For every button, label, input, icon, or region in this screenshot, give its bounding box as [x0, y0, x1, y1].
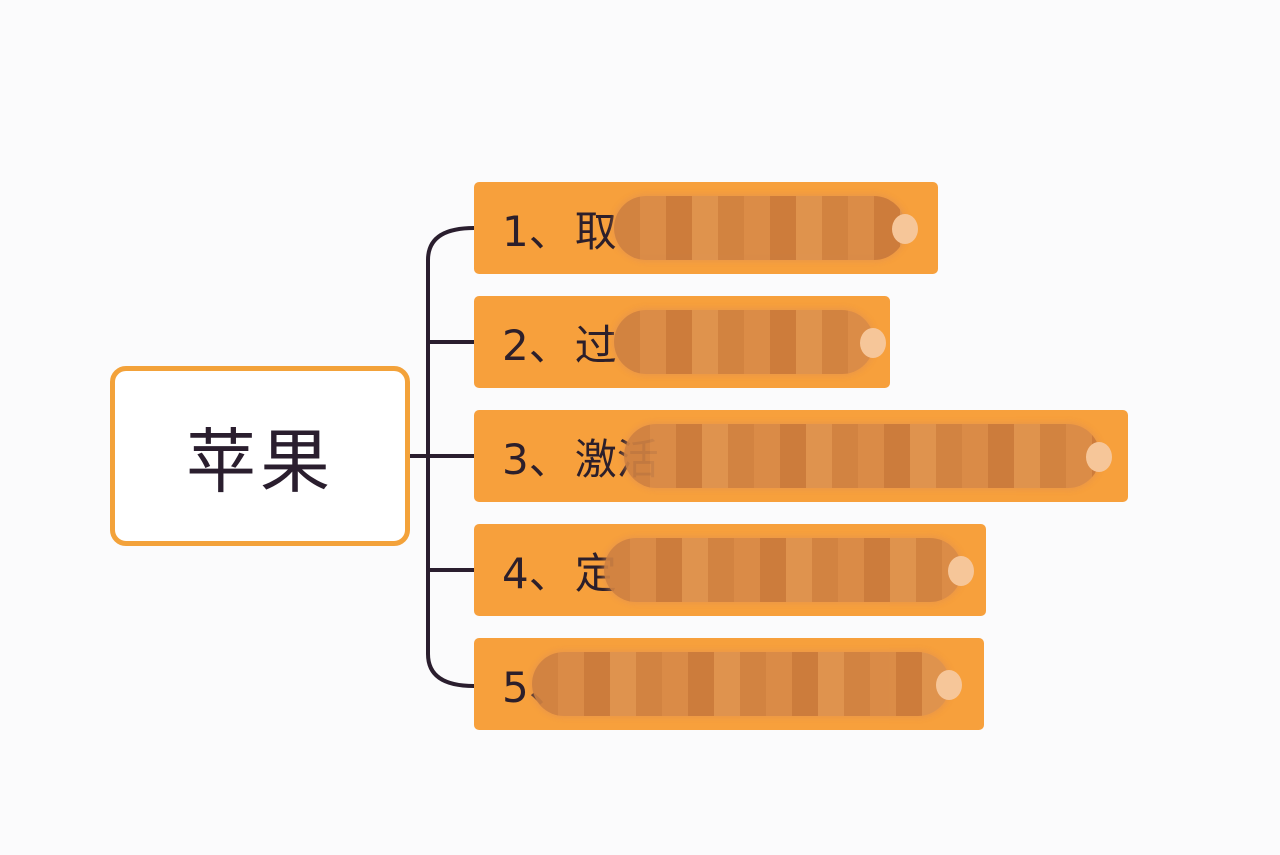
branch-number: 3、	[502, 434, 571, 484]
redaction-mosaic	[532, 652, 962, 716]
root-node: 苹果	[110, 366, 410, 546]
branch-node-2: 2、 过	[474, 296, 890, 388]
branch-text: 过	[574, 320, 617, 370]
branch-node-4: 4、 定	[474, 524, 986, 616]
branch-number: 2、	[502, 320, 571, 370]
branch-node-3: 3、 激活	[474, 410, 1128, 502]
branch-number: 4、	[502, 548, 571, 598]
redaction-mosaic	[624, 424, 1112, 488]
root-label: 苹果	[186, 420, 334, 503]
redaction-mosaic	[614, 310, 886, 374]
redaction-mosaic	[604, 538, 974, 602]
connector-trunk	[426, 226, 476, 688]
branch-node-5: 5、	[474, 638, 984, 730]
redaction-mosaic	[614, 196, 918, 260]
branch-node-1: 1、 取	[474, 182, 938, 274]
branch-text: 取	[574, 206, 617, 256]
branch-number: 1、	[502, 206, 571, 256]
